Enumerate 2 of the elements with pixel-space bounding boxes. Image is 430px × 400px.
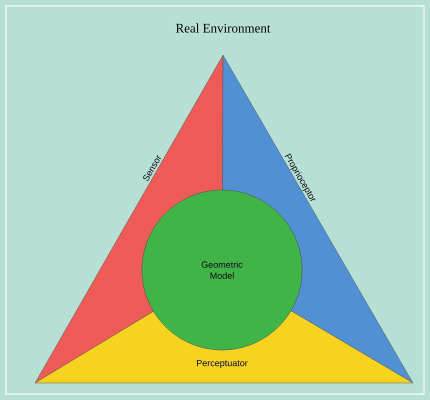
triangle-sector: Perceptuator [34, 310, 414, 384]
title-text: Real Environment [176, 23, 270, 33]
